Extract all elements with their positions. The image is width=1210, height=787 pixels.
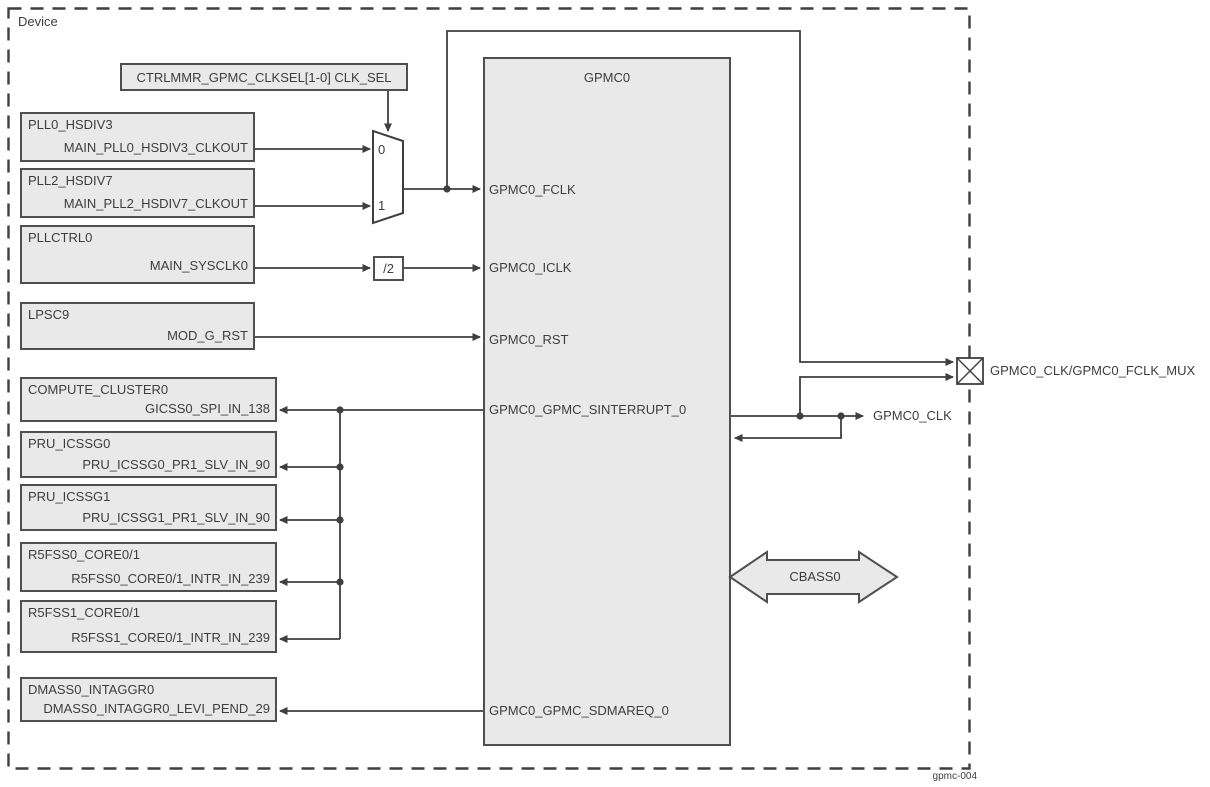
- junction-clk-0: [796, 412, 804, 420]
- block-pllctrl0: PLLCTRL0 MAIN_SYSCLK0: [20, 225, 255, 284]
- junction-int-1: [336, 463, 344, 471]
- block-signal: R5FSS1_CORE0/1_INTR_IN_239: [71, 630, 270, 645]
- io-pad-icon: [956, 357, 984, 385]
- junction-int-3: [336, 578, 344, 586]
- port-gpmc0-iclk: GPMC0_ICLK: [489, 260, 572, 275]
- block-signal: GICSS0_SPI_IN_138: [144, 401, 270, 416]
- block-title: PLLCTRL0: [28, 230, 93, 245]
- block-signal: MAIN_PLL0_HSDIV3_CLKOUT: [63, 140, 248, 155]
- port-gpmc0-sdmareq: GPMC0_GPMC_SDMAREQ_0: [489, 703, 669, 718]
- block-signal: MOD_G_RST: [167, 328, 248, 343]
- block-pll2-hsdiv7: PLL2_HSDIV7 MAIN_PLL2_HSDIV7_CLKOUT: [20, 168, 255, 218]
- gpmc0-title: GPMC0: [583, 70, 631, 85]
- cbass0-label: CBASS0: [789, 569, 841, 584]
- divider-label: /2: [383, 261, 394, 276]
- block-pru-icssg0: PRU_ICSSG0 PRU_ICSSG0_PR1_SLV_IN_90: [20, 431, 277, 478]
- block-signal: MAIN_SYSCLK0: [149, 258, 248, 273]
- block-title: DMASS0_INTAGGR0: [28, 682, 155, 697]
- figure-id: gpmc-004: [932, 771, 977, 782]
- block-r5fss0: R5FSS0_CORE0/1 R5FSS0_CORE0/1_INTR_IN_23…: [20, 542, 277, 592]
- block-title: R5FSS1_CORE0/1: [28, 605, 140, 620]
- block-dmass0-intaggr0: DMASS0_INTAGGR0 DMASS0_INTAGGR0_LEVI_PEN…: [20, 677, 277, 722]
- block-title: COMPUTE_CLUSTER0: [28, 382, 169, 397]
- junction-clk-1: [837, 412, 845, 420]
- ctrlmmr-clksel-label: CTRLMMR_GPMC_CLKSEL[1-0] CLK_SEL: [136, 69, 392, 85]
- device-boundary-label: Device: [18, 14, 58, 29]
- block-signal: PRU_ICSSG0_PR1_SLV_IN_90: [82, 457, 270, 472]
- wire-clk-feedback: [734, 416, 842, 442]
- junction-int-0: [336, 406, 344, 414]
- junction-int-2: [336, 516, 344, 524]
- block-pll0-hsdiv3: PLL0_HSDIV3 MAIN_PLL0_HSDIV3_CLKOUT: [20, 112, 255, 162]
- port-gpmc0-fclk: GPMC0_FCLK: [489, 182, 576, 197]
- gpmc0-clk-label: GPMC0_CLK: [873, 408, 952, 423]
- block-title: LPSC9: [28, 307, 70, 322]
- block-pru-icssg1: PRU_ICSSG1 PRU_ICSSG1_PR1_SLV_IN_90: [20, 484, 277, 531]
- block-compute-cluster0: COMPUTE_CLUSTER0 GICSS0_SPI_IN_138: [20, 377, 277, 422]
- clock-divider-box: /2: [373, 256, 404, 281]
- block-signal: MAIN_PLL2_HSDIV7_CLKOUT: [63, 196, 248, 211]
- pad-mux-label: GPMC0_CLK/GPMC0_FCLK_MUX: [990, 363, 1196, 378]
- junction-fclk: [443, 185, 451, 193]
- block-title: PLL2_HSDIV7: [28, 173, 113, 188]
- block-lpsc9: LPSC9 MOD_G_RST: [20, 302, 255, 350]
- block-signal: PRU_ICSSG1_PR1_SLV_IN_90: [82, 510, 270, 525]
- block-title: PRU_ICSSG1: [28, 489, 111, 504]
- mux-input1-label: 1: [378, 198, 386, 213]
- block-ctrlmmr-clksel: CTRLMMR_GPMC_CLKSEL[1-0] CLK_SEL: [120, 63, 408, 91]
- mux-input0-label: 0: [378, 142, 386, 157]
- block-title: R5FSS0_CORE0/1: [28, 547, 140, 562]
- block-signal: R5FSS0_CORE0/1_INTR_IN_239: [71, 571, 270, 586]
- block-title: PLL0_HSDIV3: [28, 117, 113, 132]
- port-gpmc0-sinterrupt: GPMC0_GPMC_SINTERRUPT_0: [489, 402, 687, 417]
- port-gpmc0-rst: GPMC0_RST: [489, 332, 569, 347]
- block-r5fss1: R5FSS1_CORE0/1 R5FSS1_CORE0/1_INTR_IN_23…: [20, 600, 277, 653]
- block-signal: DMASS0_INTAGGR0_LEVI_PEND_29: [43, 701, 270, 716]
- block-title: PRU_ICSSG0: [28, 436, 111, 451]
